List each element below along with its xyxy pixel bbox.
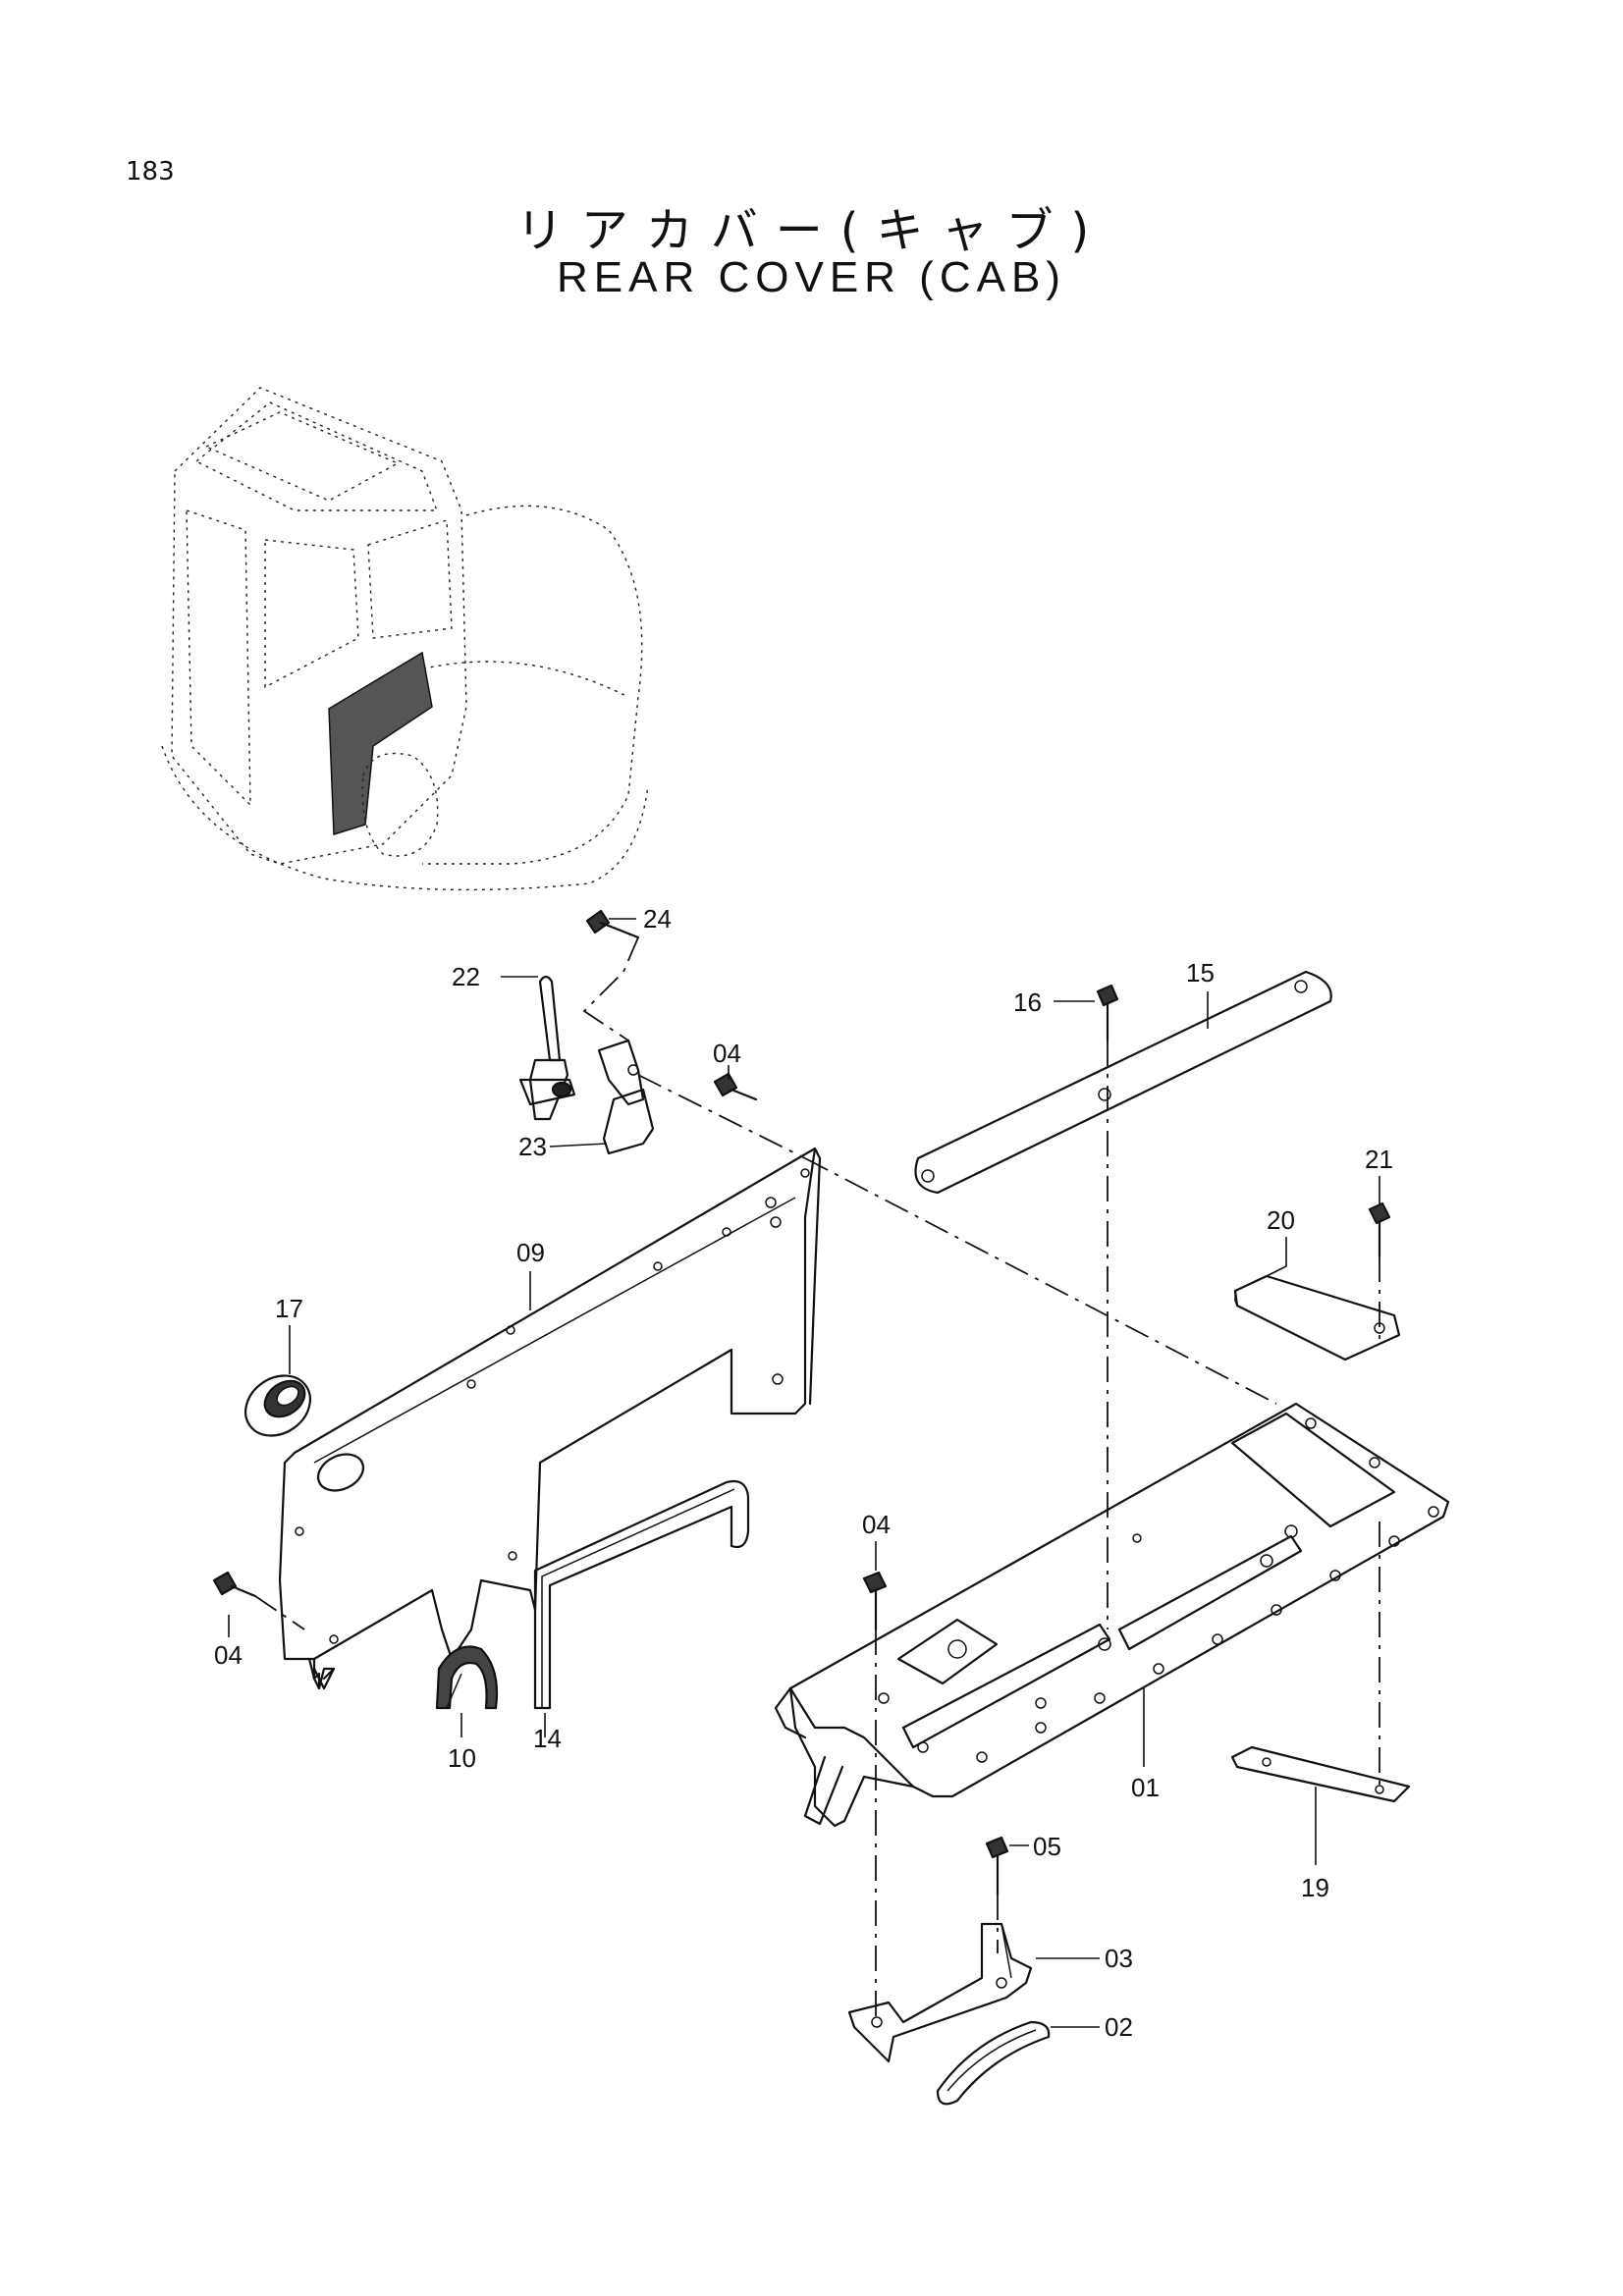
callout-03: 03 xyxy=(1105,1944,1133,1973)
page-number: 183 xyxy=(126,157,175,187)
callout-04-top: 04 xyxy=(713,1039,741,1068)
callout-16: 16 xyxy=(1013,988,1042,1017)
callout-19: 19 xyxy=(1301,1873,1329,1902)
title-english: REAR COVER (CAB) xyxy=(557,253,1066,301)
part-20-cover-plate xyxy=(1233,1274,1401,1362)
part-03-bracket xyxy=(847,1922,1033,2063)
callout-04-mid: 04 xyxy=(862,1510,891,1539)
callout-04-left: 04 xyxy=(214,1640,243,1670)
callout-22: 22 xyxy=(452,962,480,991)
part-09-side-panel xyxy=(278,1147,822,1690)
part-19-plate xyxy=(1230,1745,1411,1803)
callout-10: 10 xyxy=(448,1743,476,1773)
bolt-21 xyxy=(1368,1201,1391,1258)
part-17-grommet xyxy=(244,1374,311,1437)
callout-05: 05 xyxy=(1033,1832,1061,1861)
bolt-05 xyxy=(985,1836,1009,1896)
bolt-16 xyxy=(1096,984,1119,1042)
callout-02: 02 xyxy=(1105,2012,1133,2042)
assembly-lines xyxy=(254,936,1380,2017)
callout-17: 17 xyxy=(275,1294,303,1323)
excavator-overview xyxy=(161,387,649,891)
callout-01: 01 xyxy=(1131,1773,1160,1802)
bolt-04-left xyxy=(212,1571,257,1598)
bolt-24 xyxy=(585,909,640,939)
part-23-catch xyxy=(597,1039,655,1155)
part-14-seal-strip xyxy=(533,1479,750,1710)
bolt-04-mid xyxy=(862,1571,888,1631)
callout-21: 21 xyxy=(1365,1145,1393,1174)
callout-labels: 24 22 04 23 16 15 21 20 09 17 04 04 10 1… xyxy=(214,904,1393,2042)
part-15-strip xyxy=(914,970,1332,1195)
callout-20: 20 xyxy=(1267,1205,1295,1235)
callout-09: 09 xyxy=(516,1238,545,1267)
title-japanese: リアカバー(キャブ) xyxy=(515,203,1108,258)
callout-14: 14 xyxy=(533,1724,562,1753)
callout-24: 24 xyxy=(643,904,672,934)
callout-15: 15 xyxy=(1186,958,1215,988)
callout-23: 23 xyxy=(518,1132,547,1161)
part-10-u-seal xyxy=(435,1645,499,1710)
leader-lines xyxy=(228,918,1380,2028)
part-01-base-plate xyxy=(774,1402,1450,1828)
part-22-lever xyxy=(518,975,576,1121)
part-02-hose xyxy=(936,2020,1051,2106)
bolt-04-top xyxy=(713,1072,758,1101)
